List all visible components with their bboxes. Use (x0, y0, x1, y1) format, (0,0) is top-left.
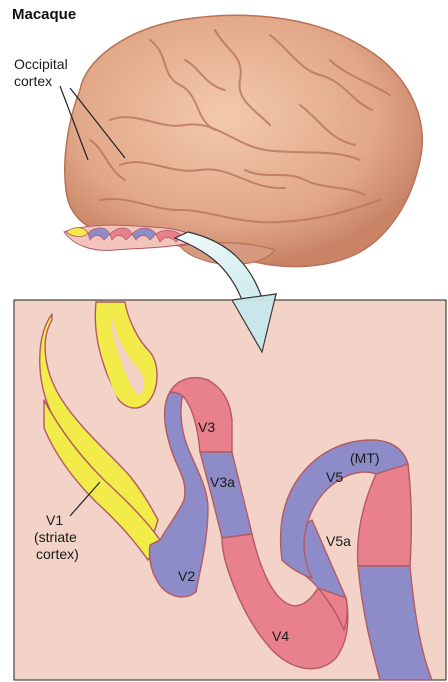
v5a-label: V5a (326, 533, 351, 549)
v3-label: V3 (198, 419, 215, 435)
v3a-label: V3a (210, 474, 235, 490)
v1-label-line3: cortex) (36, 546, 79, 562)
v1-label-line1: V1 (46, 512, 63, 528)
v2-label: V2 (178, 568, 195, 584)
v1-label-line2: (striate (34, 529, 77, 545)
v4-label: V4 (272, 628, 289, 644)
v5-label: V5 (326, 469, 343, 485)
mt-label: (MT) (350, 450, 380, 466)
